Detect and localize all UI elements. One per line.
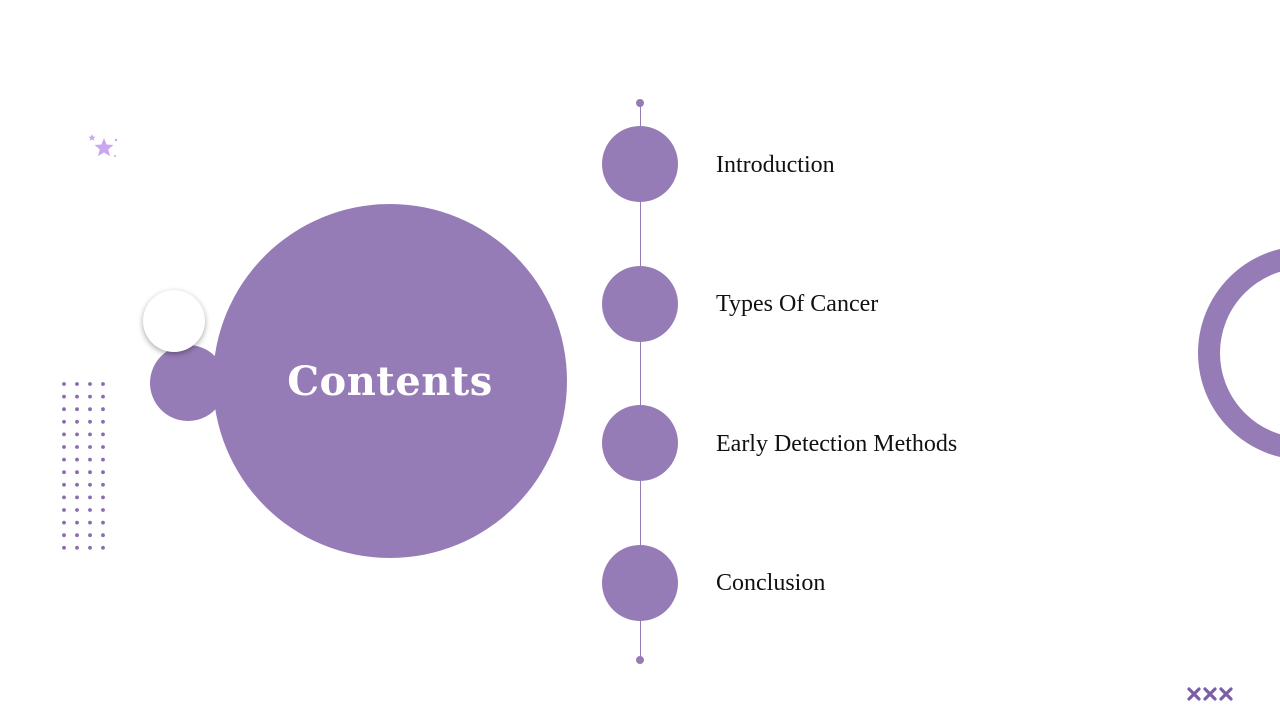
timeline-node-4 [602,545,678,621]
timeline-node-2 [602,266,678,342]
xxx-icon [1186,686,1234,702]
timeline-node-3 [602,405,678,481]
contents-item-types-of-cancer: Types Of Cancer [716,291,879,317]
contents-item-introduction: Introduction [716,152,835,178]
title-circle: Contents [213,204,567,558]
timeline-bottom-dot [636,656,644,664]
contents-item-conclusion: Conclusion [716,570,826,596]
timeline-line [640,103,641,660]
white-accent-circle [143,290,205,352]
timeline-top-dot [636,99,644,107]
slide-title: Contents [287,357,493,405]
contents-item-early-detection: Early Detection Methods [716,431,958,457]
timeline-node-1 [602,126,678,202]
dot-grid-decoration [60,380,108,558]
ring-decoration [1198,246,1280,460]
star-icon [86,133,120,163]
